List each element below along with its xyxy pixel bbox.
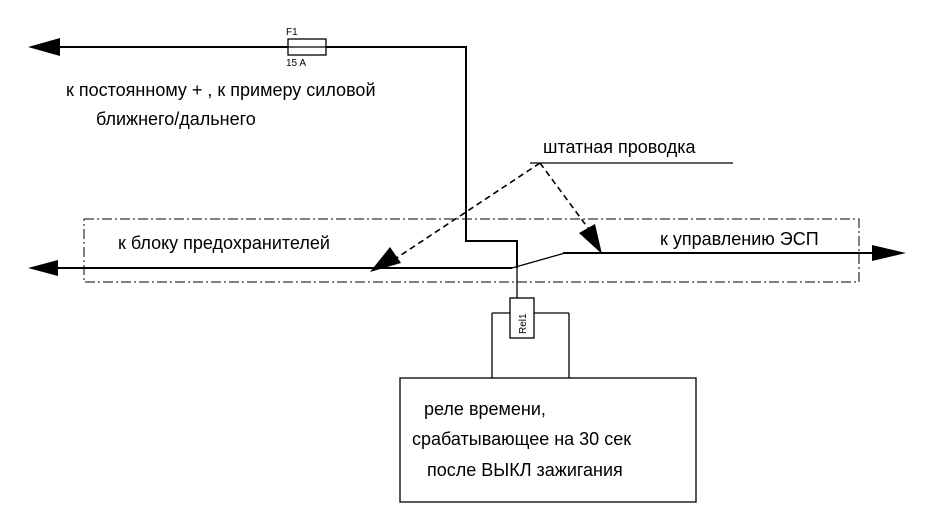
relay-contact: [511, 252, 566, 298]
stock-wiring-pointer: [370, 162, 733, 272]
fuse-block-label: к блоку предохранителей: [118, 233, 330, 253]
right-arrow-esp: [872, 245, 906, 261]
relay-name: Rel1: [518, 313, 529, 334]
relay-rel1: Rel1: [491, 297, 570, 378]
timer-relay-line3: после ВЫКЛ зажигания: [427, 460, 623, 480]
fuse-name: F1: [286, 27, 298, 38]
stock-wiring-label: штатная проводка: [543, 137, 697, 157]
stock-wiring-arrow-left: [370, 247, 401, 272]
timer-relay-line2: срабатывающее на 30 сек: [412, 429, 631, 449]
esp-control-label: к управлению ЭСП: [660, 229, 819, 249]
wiring-enclosure: [83, 218, 860, 283]
left-arrow-bottom: [28, 260, 58, 276]
left-arrow-top: [28, 38, 60, 56]
fuse-f1: F1 15 A: [286, 27, 327, 69]
stock-wiring-arrow-right: [579, 224, 602, 254]
timer-relay-line1: реле времени,: [424, 399, 546, 419]
fuse-block-wire: [28, 260, 512, 276]
constant-plus-wire: [28, 38, 518, 268]
timer-relay-box: [399, 377, 697, 503]
fuse-rating: 15 A: [286, 58, 306, 69]
esp-control-wire: [563, 245, 906, 261]
constant-plus-label-line2: ближнего/дальнего: [96, 109, 256, 129]
constant-plus-label-line1: к постоянному + , к примеру силовой: [66, 80, 376, 100]
